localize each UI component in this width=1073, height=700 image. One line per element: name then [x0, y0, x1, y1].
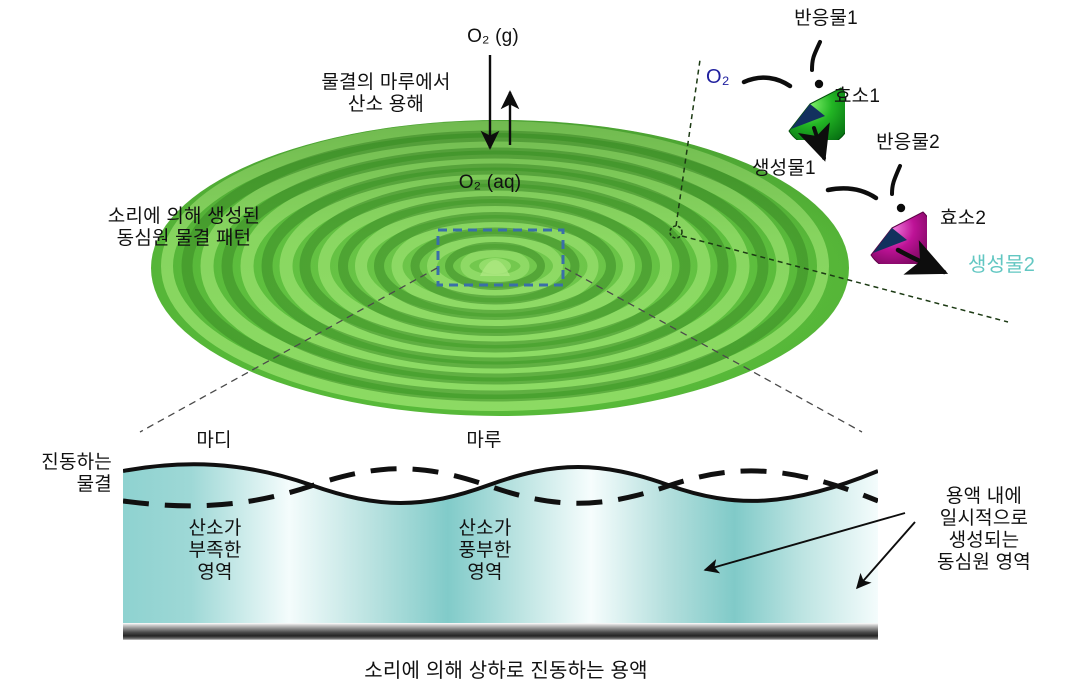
enzyme2-shape[interactable] — [857, 192, 927, 264]
ripple-rings — [151, 120, 849, 416]
disk-graphic — [151, 120, 849, 416]
wave-pattern-note: 소리에 의해 생성된 동심원 물결 패턴 — [107, 206, 261, 250]
wave-solid — [123, 462, 878, 505]
dissolution-note: 물결의 마루에서 산소 용해 — [321, 72, 451, 116]
substrate2-connector — [890, 164, 902, 196]
enzyme1-label: 효소1 — [834, 86, 881, 107]
substrate2-label: 반응물2 — [876, 132, 940, 153]
substrate1-connector — [810, 40, 822, 72]
transient-zone-note: 용액 내에 일시적으로 생성되는 동심원 영역 — [937, 486, 1031, 574]
crest-label: 마루 — [466, 430, 502, 451]
product2-label: 생성물2 — [968, 254, 1036, 276]
wave-dashed — [123, 466, 878, 509]
liquid-cross-section — [123, 455, 878, 623]
o2-reaction-label: O₂ — [706, 66, 730, 88]
substrate1-label: 반응물1 — [794, 8, 858, 29]
liquid-graphic — [123, 462, 878, 623]
water-body — [123, 464, 878, 623]
o2-gas-label: O₂ (g) — [467, 26, 519, 47]
oxygen-poor-zone-label: 산소가 부족한 영역 — [188, 518, 242, 584]
concentric-wave-disk — [150, 118, 850, 418]
o2-aqueous-label: O₂ (aq) — [458, 172, 522, 193]
vibrating-plate — [123, 623, 878, 640]
product1-label: 생성물1 — [752, 158, 816, 179]
node-label: 마디 — [196, 430, 232, 451]
enzyme2-label: 효소2 — [940, 208, 987, 229]
bottom-caption: 소리에 의해 상하로 진동하는 용액 — [364, 660, 648, 682]
zoom-region-box[interactable] — [436, 228, 565, 287]
oxygen-rich-zone-label: 산소가 풍부한 영역 — [458, 518, 512, 584]
oscillating-wave-label: 진동하는 물결 — [41, 452, 112, 496]
